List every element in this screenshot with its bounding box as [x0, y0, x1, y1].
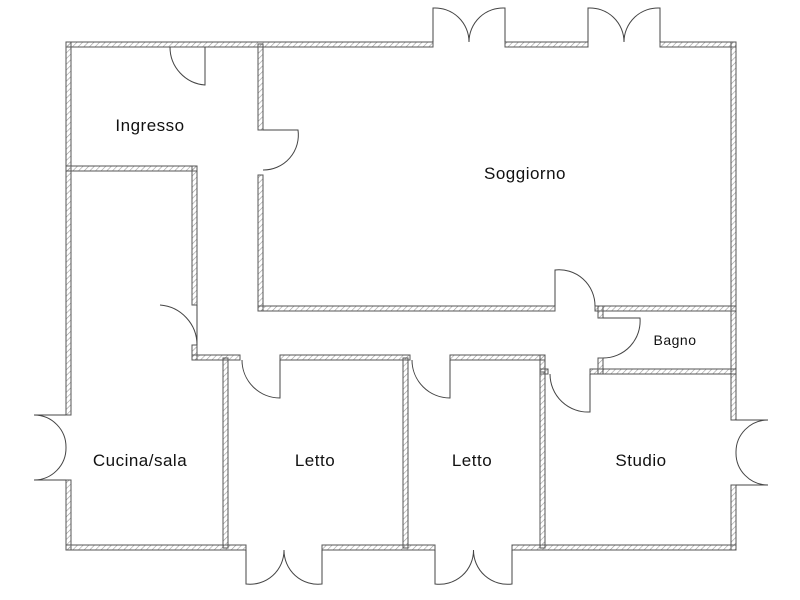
- wall: [511, 544, 737, 551]
- wall: [659, 41, 737, 48]
- wall: [257, 305, 556, 312]
- wall: [65, 479, 72, 551]
- wall: [504, 41, 589, 48]
- wall: [222, 357, 229, 549]
- room-label-letto-2: Letto: [451, 451, 493, 470]
- door-swing: [283, 549, 323, 585]
- wall: [321, 544, 436, 551]
- wall: [402, 357, 409, 549]
- wall: [594, 305, 737, 312]
- wall: [730, 484, 737, 551]
- door-swing: [468, 7, 506, 43]
- wall: [597, 305, 604, 319]
- door-swing: [434, 549, 475, 585]
- door-swing: [159, 304, 198, 346]
- door-swing: [472, 549, 513, 585]
- room-label-bagno: Bagno: [653, 332, 697, 348]
- wall: [589, 368, 737, 375]
- door-swing: [602, 317, 641, 359]
- wall: [279, 354, 411, 361]
- door-swing: [245, 549, 285, 585]
- wall: [65, 41, 434, 48]
- room-label-cucina: Cucina/sala: [92, 451, 188, 470]
- wall: [65, 165, 198, 172]
- wall: [65, 544, 247, 551]
- wall: [257, 43, 264, 131]
- door-swing: [549, 373, 591, 413]
- doors: [33, 7, 769, 585]
- room-label-letto-1: Letto: [294, 451, 336, 470]
- wall: [191, 165, 198, 306]
- door-swing: [432, 7, 470, 43]
- room-label-ingresso: Ingresso: [115, 116, 185, 135]
- wall: [597, 357, 604, 375]
- walls: [65, 41, 737, 551]
- wall: [539, 371, 546, 549]
- door-swing: [241, 359, 281, 399]
- door-swing: [262, 129, 299, 171]
- door-swing: [735, 452, 769, 486]
- wall: [257, 174, 264, 312]
- wall: [191, 354, 241, 361]
- door-swing: [169, 46, 206, 86]
- door-swing: [33, 414, 67, 448]
- wall: [65, 41, 72, 416]
- room-label-soggiorno: Soggiorno: [483, 164, 567, 183]
- room-label-studio: Studio: [615, 451, 667, 470]
- door-swing: [554, 269, 596, 307]
- door-swing: [623, 7, 661, 43]
- door-swing: [735, 419, 769, 453]
- door-swing: [33, 447, 67, 481]
- wall: [730, 41, 737, 421]
- wall: [449, 354, 546, 361]
- door-swing: [411, 359, 451, 399]
- door-swing: [587, 7, 625, 43]
